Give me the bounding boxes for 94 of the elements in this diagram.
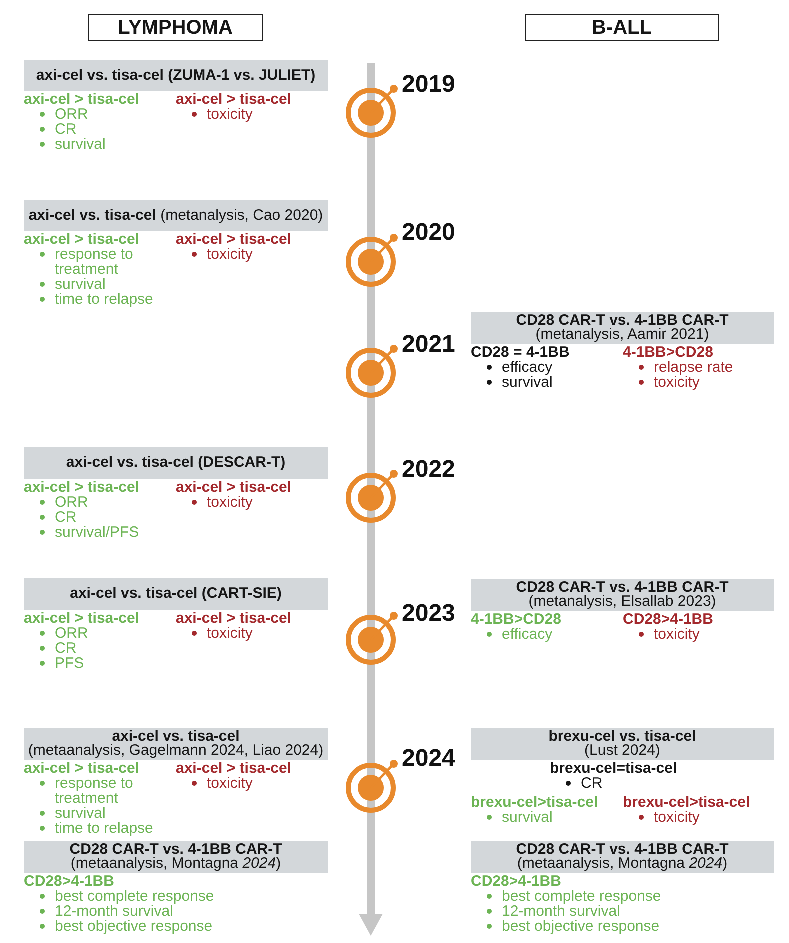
study-title: axi-cel vs. tisa-cel (metanalysis, Cao 2020) bbox=[28, 208, 324, 222]
outcome-item: survival bbox=[38, 277, 106, 292]
outcome-item: time to relapse bbox=[38, 821, 154, 836]
section-title: LYMPHOMA bbox=[118, 16, 233, 38]
comparison-heading: axi-cel > tisa-cel bbox=[24, 232, 140, 247]
outcome-item: efficacy bbox=[485, 627, 553, 642]
study-title: axi-cel vs. tisa-cel (DESCAR-T) bbox=[66, 456, 286, 470]
study-header-bar bbox=[24, 841, 328, 873]
comparison-heading: CD28>4-1BB bbox=[471, 874, 562, 889]
outcome-item: 12-month survival bbox=[485, 904, 620, 919]
comparison-heading: CD28>4-1BB bbox=[24, 874, 114, 889]
outcome-item: survival bbox=[485, 810, 553, 825]
outcome-item: toxicity bbox=[190, 107, 253, 122]
outcome-item: survival bbox=[485, 375, 553, 390]
outcome-item: PFS bbox=[38, 656, 84, 671]
study-title: axi-cel vs. tisa-cel (ZUMA-1 vs. JULIET) bbox=[36, 68, 316, 82]
study-header-bar bbox=[471, 728, 774, 760]
study-header-bar bbox=[24, 578, 328, 610]
section-title: B-ALL bbox=[592, 16, 652, 38]
comparison-heading: 4-1BB>CD28 bbox=[471, 612, 562, 627]
comparison-heading: brexu-cel=tisa-cel bbox=[550, 761, 678, 776]
study-title: CD28 CAR-T vs. 4-1BB CAR-T bbox=[516, 314, 729, 328]
target-icon bbox=[345, 84, 399, 139]
outcome-item: toxicity bbox=[190, 776, 253, 791]
outcome-item: best complete response bbox=[485, 889, 662, 904]
outcome-item: relapse rate bbox=[637, 360, 734, 375]
outcome-item: toxicity bbox=[637, 810, 700, 825]
study-title: CD28 CAR-T vs. 4-1BB CAR-T bbox=[516, 843, 729, 857]
comparison-heading: axi-cel > tisa-cel bbox=[24, 761, 140, 776]
outcome-item: ORR bbox=[38, 107, 88, 122]
study-title: CD28 CAR-T vs. 4-1BB CAR-T bbox=[516, 581, 729, 595]
outcome-item: toxicity bbox=[637, 375, 700, 390]
study-header-bar bbox=[24, 447, 328, 479]
year-label: 2019 bbox=[402, 72, 456, 98]
year-label: 2021 bbox=[402, 332, 456, 358]
outcome-item: toxicity bbox=[190, 626, 253, 641]
outcome-item: efficacy bbox=[485, 360, 553, 375]
comparison-heading: axi-cel > tisa-cel bbox=[176, 761, 292, 776]
study-title: axi-cel vs. tisa-cel bbox=[112, 730, 240, 744]
comparison-heading: CD28 = 4-1BB bbox=[471, 345, 570, 360]
outcome-item: toxicity bbox=[190, 495, 253, 510]
target-icon bbox=[345, 344, 399, 399]
outcome-item: CR bbox=[38, 122, 77, 137]
outcome-item: ORR bbox=[38, 626, 88, 641]
study-title: brexu-cel vs. tisa-cel bbox=[548, 730, 696, 744]
study-subtitle: (Lust 2024) bbox=[584, 744, 660, 758]
target-icon bbox=[345, 233, 399, 288]
study-title: axi-cel vs. tisa-cel (CART-SIE) bbox=[70, 587, 282, 601]
year-label: 2022 bbox=[402, 457, 456, 483]
outcome-item: best objective response bbox=[38, 919, 213, 934]
comparison-heading: axi-cel > tisa-cel bbox=[176, 480, 292, 495]
outcome-item: CR bbox=[38, 510, 77, 525]
comparison-heading: axi-cel > tisa-cel bbox=[24, 480, 140, 495]
study-header-bar bbox=[471, 841, 774, 873]
comparison-heading: axi-cel > tisa-cel bbox=[24, 611, 140, 626]
outcome-item: 12-month survival bbox=[38, 904, 174, 919]
outcome-item: toxicity bbox=[637, 627, 700, 642]
study-header-bar bbox=[24, 200, 328, 231]
target-icon bbox=[345, 611, 399, 666]
study-subtitle: (metaanalysis, Montagna 2024) bbox=[517, 857, 728, 871]
outcome-item: survival bbox=[38, 806, 106, 821]
study-subtitle: (metanalysis, Aamir 2021) bbox=[536, 328, 710, 342]
study-subtitle: (metaanalysis, Gagelmann 2024, Liao 2024) bbox=[28, 744, 324, 758]
target-icon bbox=[345, 469, 399, 524]
comparison-heading: axi-cel > tisa-cel bbox=[24, 92, 140, 107]
outcome-item: best complete response bbox=[38, 889, 214, 904]
outcome-item: time to relapse bbox=[38, 292, 154, 307]
year-label: 2023 bbox=[402, 601, 456, 627]
outcome-item: CR bbox=[564, 776, 603, 791]
study-subtitle: (metanalysis, Elsallab 2023) bbox=[528, 595, 716, 609]
year-label: 2024 bbox=[402, 746, 456, 772]
year-label: 2020 bbox=[402, 220, 456, 246]
comparison-heading: brexu-cel>tisa-cel bbox=[623, 795, 750, 810]
study-header-bar bbox=[471, 579, 774, 611]
outcome-item: ORR bbox=[38, 495, 88, 510]
outcome-item: best objective response bbox=[485, 919, 660, 934]
comparison-heading: CD28>4-1BB bbox=[623, 612, 714, 627]
target-icon bbox=[345, 759, 399, 814]
study-header-bar bbox=[471, 312, 774, 344]
section-header-box bbox=[88, 14, 263, 41]
outcome-item: survival/PFS bbox=[38, 525, 140, 540]
comparison-heading: brexu-cel>tisa-cel bbox=[471, 795, 598, 810]
study-header-bar bbox=[24, 728, 328, 760]
comparison-heading: 4-1BB>CD28 bbox=[623, 345, 714, 360]
comparison-heading: axi-cel > tisa-cel bbox=[176, 92, 292, 107]
comparison-heading: axi-cel > tisa-cel bbox=[176, 232, 292, 247]
outcome-item: survival bbox=[38, 137, 106, 152]
study-header-bar bbox=[24, 60, 328, 91]
comparison-heading: axi-cel > tisa-cel bbox=[176, 611, 292, 626]
study-subtitle: (metaanalysis, Montagna 2024) bbox=[70, 857, 282, 871]
outcome-item: toxicity bbox=[190, 247, 253, 262]
outcome-item: CR bbox=[38, 641, 77, 656]
study-title: CD28 CAR-T vs. 4-1BB CAR-T bbox=[70, 843, 282, 857]
section-header-box bbox=[525, 14, 719, 41]
